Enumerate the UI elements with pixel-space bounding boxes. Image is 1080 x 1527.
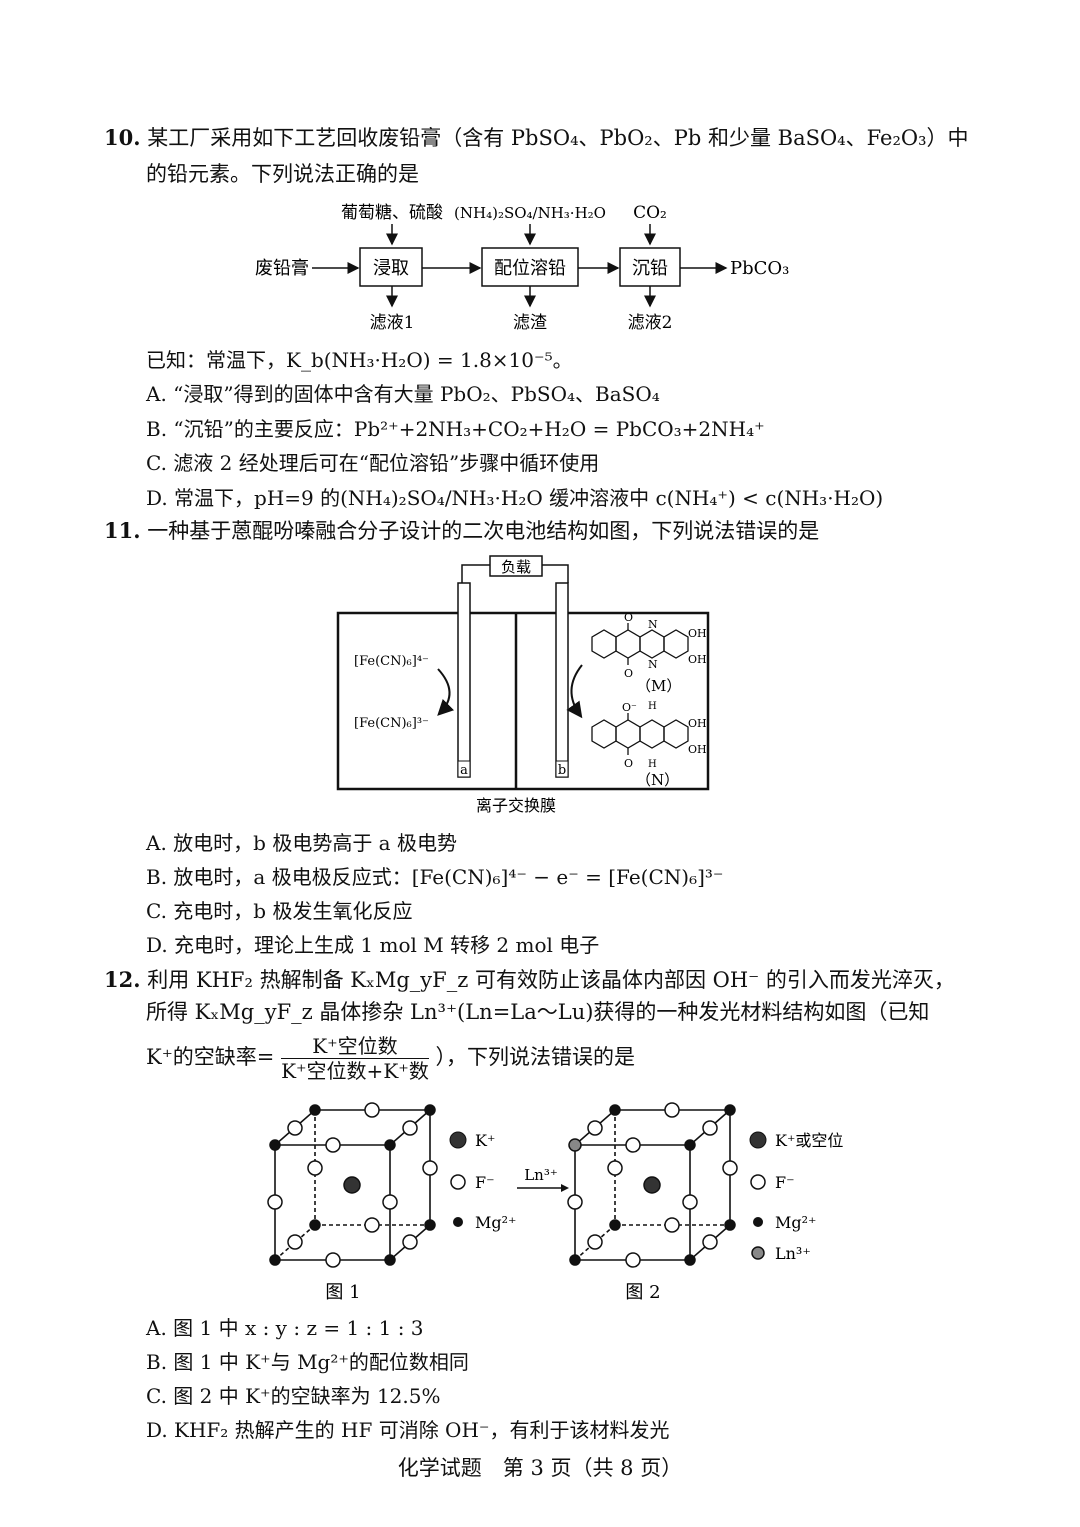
- q10-stem-text: 某工厂采用如下工艺回收废铅膏（含有 PbSO₄、PbO₂、Pb 和少量 BaSO…: [147, 126, 969, 150]
- svg-text:OH: OH: [688, 743, 707, 756]
- q12-stem-line1: 12. 利用 KHF₂ 热解制备 KₓMg_yF_z 可有效防止该晶体内部因 O…: [104, 966, 955, 994]
- q12-stem-text1: 利用 KHF₂ 热解制备 KₓMg_yF_z 可有效防止该晶体内部因 OH⁻ 的…: [147, 968, 955, 992]
- q12-crystal-figures: K⁺ F⁻ Mg²⁺ 图 1 Ln³⁺: [267, 1102, 843, 1303]
- svg-text:OH: OH: [688, 653, 707, 666]
- q10-stem-line2: 的铅元素。下列说法正确的是: [146, 162, 419, 186]
- q10-number: 10.: [104, 125, 141, 150]
- svg-text:H: H: [648, 759, 657, 770]
- species-fe3: [Fe(CN)₆]³⁻: [354, 716, 429, 731]
- q10-option-b: B. “沉铅”的主要反应：Pb²⁺+2NH₃+CO₂+H₂O = PbCO₃+2…: [146, 417, 765, 441]
- flow-out-2: 滤渣: [513, 313, 547, 333]
- q10-stem-line1: 10. 某工厂采用如下工艺回收废铅膏（含有 PbSO₄、PbO₂、Pb 和少量 …: [104, 124, 969, 152]
- mol-m-label: （M）: [636, 677, 681, 695]
- flow-reagent-2: (NH₄)₂SO₄/NH₃·H₂O: [454, 204, 606, 222]
- fraction-numerator: K⁺空位数: [281, 1034, 429, 1059]
- q11-option-c: C. 充电时，b 极发生氧化反应: [146, 899, 413, 923]
- q11-number: 11.: [104, 518, 141, 543]
- arrow-label: Ln³⁺: [524, 1166, 558, 1184]
- flow-step-1: 浸取: [373, 258, 409, 279]
- fig2-legend-f: F⁻: [775, 1173, 795, 1192]
- load-box: [489, 555, 543, 577]
- vacancy-rate-label: K⁺的空缺率=: [146, 1045, 275, 1069]
- vacancy-rate-fraction: K⁺空位数 K⁺空位数+K⁺数: [281, 1034, 429, 1083]
- flow-input: 废铅膏: [255, 257, 309, 279]
- flow-box-1: [359, 247, 423, 287]
- flow-product: PbCO₃: [730, 258, 789, 279]
- mol-n-label: （N）: [636, 771, 679, 789]
- fig2-legend-mg: Mg²⁺: [775, 1213, 816, 1232]
- fig1-legend-f: F⁻: [475, 1173, 495, 1192]
- fig2-caption: 图 2: [625, 1282, 660, 1303]
- fig1-legend-k: K⁺: [475, 1131, 495, 1150]
- q12-option-c: C. 图 2 中 K⁺的空缺率为 12.5%: [146, 1384, 441, 1408]
- q10-option-a: A. “浸取”得到的固体中含有大量 PbO₂、PbSO₄、BaSO₄: [146, 382, 660, 406]
- q11-option-d: D. 充电时，理论上生成 1 mol M 转移 2 mol 电子: [146, 933, 600, 957]
- flow-out-3: 滤液2: [628, 313, 673, 333]
- q10-option-d: D. 常温下，pH=9 的(NH₄)₂SO₄/NH₃·H₂O 缓冲溶液中 c(N…: [146, 486, 884, 510]
- svg-text:N: N: [648, 618, 658, 631]
- q11-stem-line: 11. 一种基于蒽醌吩嗪融合分子设计的二次电池结构如图，下列说法错误的是: [104, 517, 819, 545]
- q11-option-a: A. 放电时，b 极电势高于 a 极电势: [146, 831, 457, 855]
- electrode-a: [457, 582, 471, 778]
- svg-text:N: N: [648, 658, 658, 671]
- svg-text:O: O: [624, 667, 633, 680]
- svg-text:OH: OH: [688, 717, 707, 730]
- fig2-atoms: [567, 1102, 738, 1268]
- flow-reagent-1: 葡萄糖、硫酸: [341, 203, 443, 223]
- q12-option-a: A. 图 1 中 x : y : z = 1 : 1 : 3: [146, 1316, 424, 1340]
- page-footer: 化学试题 第 3 页（共 8 页）: [397, 1456, 683, 1480]
- electrode-b-label: b: [558, 763, 566, 778]
- svg-text:H: H: [648, 701, 657, 712]
- cell-container: [336, 611, 710, 791]
- load-label: 负载: [501, 558, 531, 576]
- svg-text:O: O: [624, 611, 633, 624]
- fig1-atoms: [267, 1102, 438, 1268]
- q10-known: 已知：常温下，K_b(NH₃·H₂O) = 1.8×10⁻⁵。: [146, 348, 573, 372]
- svg-text:O: O: [624, 757, 633, 770]
- fraction-denominator: K⁺空位数+K⁺数: [281, 1059, 429, 1083]
- fig1-caption: 图 1: [325, 1282, 360, 1303]
- fig1-legend-mg: Mg²⁺: [475, 1213, 516, 1232]
- molecule-n: [591, 713, 689, 755]
- q11-battery-diagram: 负载 a b [Fe(CN)₆]⁴⁻ [Fe(CN)₆]³⁻ O O N N O…: [336, 555, 710, 815]
- q12-stem-line3: K⁺的空缺率= K⁺空位数 K⁺空位数+K⁺数 ），下列说法错误的是: [146, 1030, 635, 1084]
- electrode-a-label: a: [460, 763, 468, 778]
- q10-option-c: C. 滤液 2 经处理后可在“配位溶铅”步骤中循环使用: [146, 451, 600, 475]
- q12-number: 12.: [104, 967, 141, 992]
- membrane-label: 离子交换膜: [476, 796, 556, 815]
- q12-option-d: D. KHF₂ 热解产生的 HF 可消除 OH⁻，有利于该材料发光: [146, 1418, 670, 1442]
- flow-reagent-3: CO₂: [633, 203, 667, 223]
- flow-step-2: 配位溶铅: [494, 258, 566, 279]
- q12-stem-text3: ），下列说法错误的是: [435, 1045, 636, 1069]
- q12-option-b: B. 图 1 中 K⁺与 Mg²⁺的配位数相同: [146, 1350, 469, 1374]
- svg-text:O⁻: O⁻: [622, 701, 637, 714]
- flow-out-1: 滤液1: [370, 313, 415, 333]
- electrode-b: [555, 582, 569, 778]
- fig2-legend-k: K⁺或空位: [775, 1131, 843, 1150]
- species-fe4: [Fe(CN)₆]⁴⁻: [354, 654, 429, 669]
- molecule-m: [591, 623, 689, 665]
- q12-stem-line2: 所得 KₓMg_yF_z 晶体掺杂 Ln³⁺(Ln=La～Lu)获得的一种发光材…: [146, 1000, 930, 1024]
- fig2-legend-ln: Ln³⁺: [775, 1244, 811, 1263]
- svg-text:OH: OH: [688, 627, 707, 640]
- q11-stem-text: 一种基于蒽醌吩嗪融合分子设计的二次电池结构如图，下列说法错误的是: [147, 519, 820, 543]
- flow-step-3: 沉铅: [632, 258, 668, 279]
- q10-flow-diagram: 葡萄糖、硫酸 (NH₄)₂SO₄/NH₃·H₂O CO₂ 废铅膏 浸取 配位溶铅…: [255, 203, 789, 333]
- q11-option-b: B. 放电时，a 极电极反应式：[Fe(CN)₆]⁴⁻ − e⁻ = [Fe(C…: [146, 865, 724, 889]
